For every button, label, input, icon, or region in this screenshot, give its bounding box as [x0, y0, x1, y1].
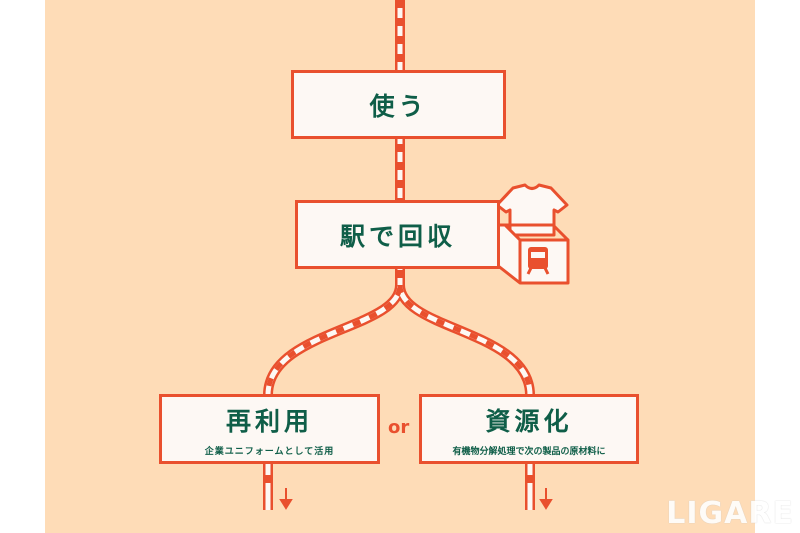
step-subtitle: 有機物分解処理で次の製品の原材料に — [452, 446, 606, 457]
step-reuse-box: 再利用 企業ユニフォームとして活用 — [159, 394, 380, 464]
clothes-collection-box-icon — [495, 183, 570, 285]
step-use-box: 使う — [291, 70, 506, 139]
step-subtitle: 企業ユニフォームとして活用 — [204, 446, 335, 457]
or-label: or — [388, 417, 410, 438]
step-title: 駅で回収 — [340, 221, 457, 251]
down-arrow-icon — [279, 488, 553, 510]
step-collect-box: 駅で回収 — [295, 200, 500, 269]
step-title: 再利用 — [225, 406, 313, 436]
watermark-logo: LIGARE — [666, 496, 794, 531]
step-title: 使う — [369, 91, 428, 121]
step-recycle-box: 資源化 有機物分解処理で次の製品の原材料に — [419, 394, 639, 464]
step-title: 資源化 — [485, 406, 573, 436]
